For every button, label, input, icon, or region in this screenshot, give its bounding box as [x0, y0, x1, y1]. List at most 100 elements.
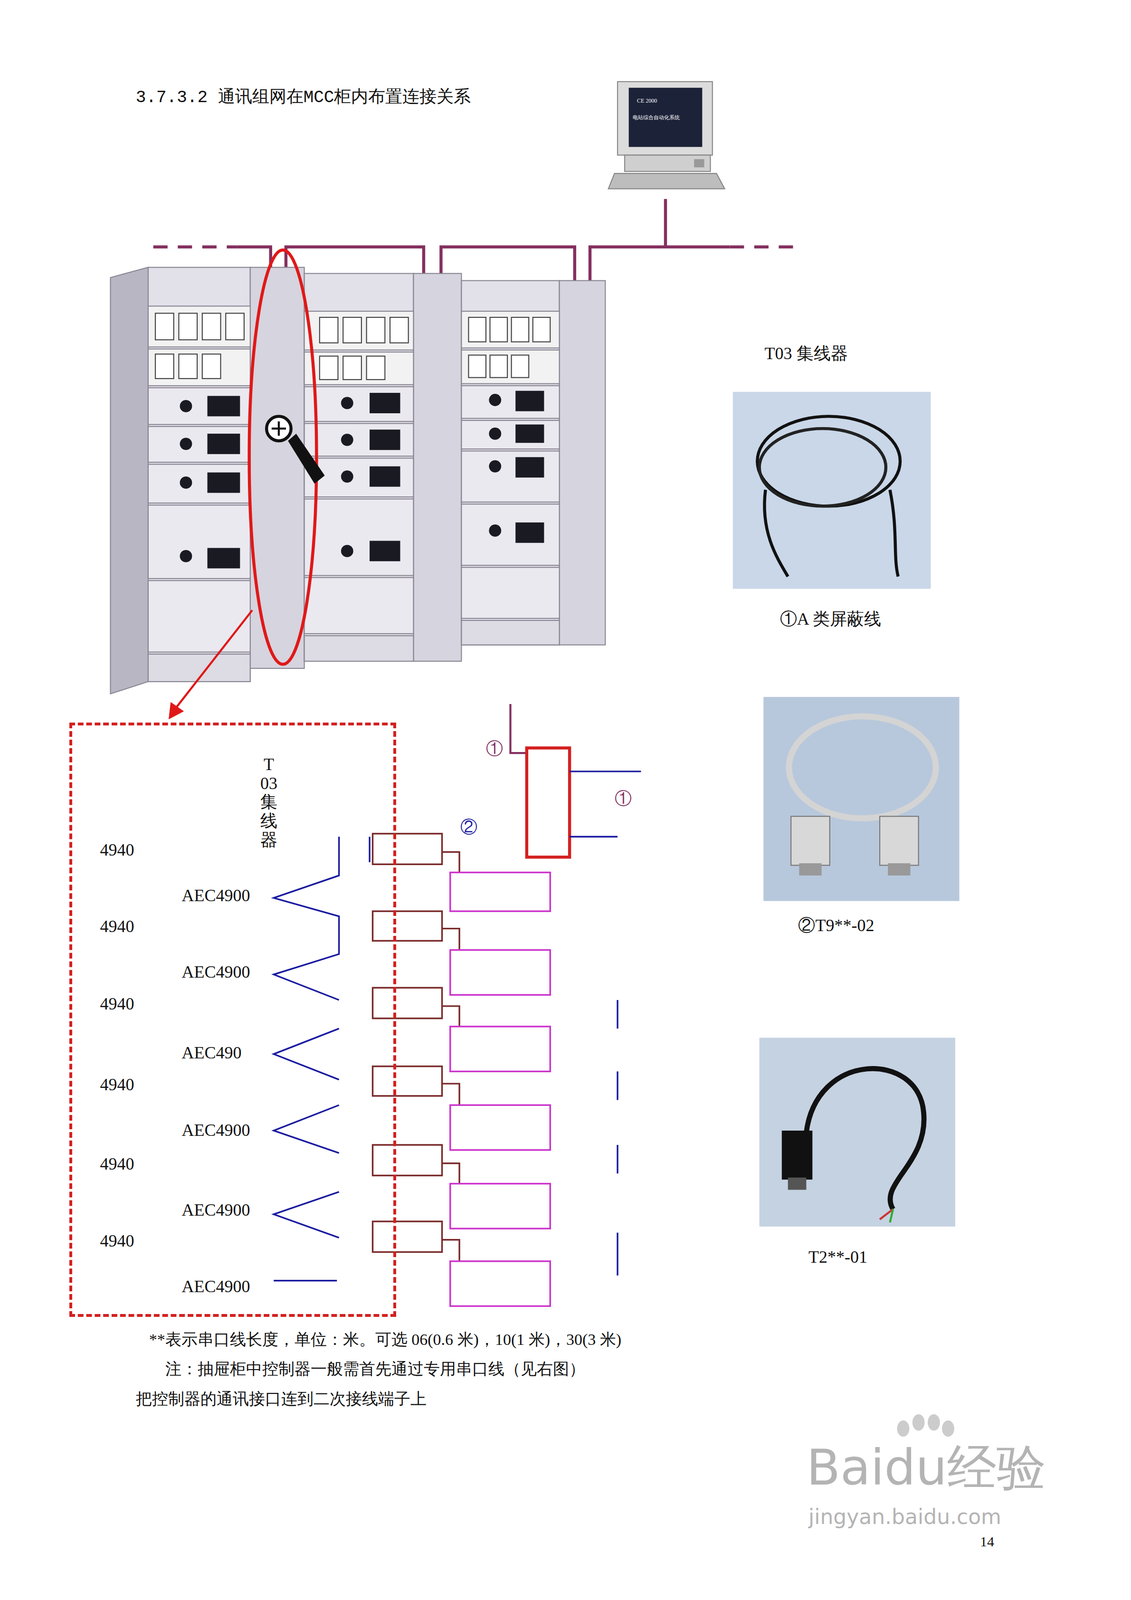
cabinet-display [341, 470, 354, 483]
device-label: AEC4900 [181, 1276, 251, 1297]
terminal-box [442, 852, 460, 873]
mcc-cabinet [304, 386, 414, 422]
cabinet-switch [490, 317, 508, 343]
mcc-cabinet [461, 567, 560, 618]
cabinet-switch [178, 313, 198, 340]
callout-number: ② [460, 817, 478, 837]
cabinet-switch [468, 317, 486, 343]
cabinet-display [488, 460, 502, 473]
mcc-cabinet [461, 450, 560, 502]
hub-symbol [569, 770, 641, 772]
cabinet-switch [389, 317, 409, 343]
watermark-paw [912, 1414, 925, 1431]
terminal-box [372, 833, 460, 1262]
magnifier-icon [266, 416, 325, 484]
serial-cable-photo [763, 696, 960, 902]
shielded-cable-photo [757, 416, 901, 506]
note-text: **表示串口线长度，单位：米。可选 06(0.6 米)，10(1 米)，30(3… [149, 1330, 622, 1349]
shielded-cable-photo [764, 489, 788, 577]
cabinet-display [180, 476, 193, 489]
serial-cable-photo [790, 816, 830, 865]
mcc-cabinet [304, 577, 414, 634]
hub-symbol [526, 747, 570, 857]
photo-caption: ②T9**-02 [798, 915, 875, 936]
dash-marks [616, 1071, 618, 1100]
note-text: 注：抽屉柜中控制器一般需首先通过专用串口线（见右图） [165, 1359, 586, 1379]
cabinet-display [180, 550, 193, 563]
photo-caption: T03 集线器 [764, 343, 848, 364]
cabinet-display [207, 472, 241, 494]
cabinet-switch [202, 313, 221, 340]
mcc-cabinet [148, 426, 251, 463]
cabinet-switch [155, 313, 551, 380]
cabinet-switch [366, 317, 386, 343]
device-label: 4940 [100, 1074, 135, 1095]
cabinet-display [180, 390, 545, 569]
controller-box [450, 1261, 551, 1307]
device-label: 4940 [100, 916, 135, 937]
cabinet-switch [155, 353, 174, 379]
cabinet-display [515, 390, 544, 412]
device-label: AEC4900 [181, 962, 251, 982]
page-title: 3.7.3.2 通讯组网在MCC柜内布置连接关系 [135, 87, 472, 108]
cabinet-switch [319, 317, 339, 343]
page-number: 14 [979, 1533, 995, 1550]
cabinet-display [515, 456, 544, 478]
device-label: AEC4900 [181, 1200, 251, 1220]
device-label: 4940 [100, 840, 135, 860]
mcc-cabinet [461, 350, 560, 384]
hub-symbol [510, 703, 527, 753]
photo-caption: ①A 类屏蔽线 [779, 609, 882, 629]
serial-cable-photo [759, 1037, 956, 1227]
terminal-box [372, 1066, 443, 1096]
mcc-cabinet [148, 580, 251, 652]
bus-line [589, 247, 730, 281]
serial-cable-photo [788, 1177, 807, 1190]
computer-icon [608, 81, 725, 190]
mcc-cabinet [461, 311, 560, 348]
terminal-box [372, 1144, 443, 1176]
cabinet-display [488, 393, 502, 407]
wire-zigzag [368, 836, 371, 863]
mcc-cabinet [148, 464, 251, 504]
terminal-box [442, 1239, 460, 1262]
watermark: Baidu经验 [806, 1439, 1046, 1497]
mcc-cabinet [304, 351, 414, 385]
magnifier-icon [277, 421, 280, 436]
cabinet-display [515, 424, 544, 444]
mcc-cabinet [148, 387, 251, 425]
terminal-box [442, 1163, 460, 1184]
controller-box [450, 950, 551, 996]
callout-number: ① [614, 788, 632, 809]
bus-line [664, 199, 667, 248]
hub-label: T03 集线器 [260, 755, 278, 850]
cabinet-switch [511, 354, 530, 378]
wire-zigzag [273, 1104, 339, 1153]
terminal-box [372, 1221, 443, 1252]
magnifier-icon [287, 433, 325, 484]
terminal-box [442, 928, 460, 951]
cabinet-display [207, 433, 241, 455]
mcc-cabinet [559, 280, 606, 646]
shielded-cable-photo [732, 391, 932, 590]
terminal-box [442, 1006, 460, 1027]
cabinet-switch [511, 317, 530, 343]
cabinet-display [515, 522, 544, 543]
photo-caption: T2**-01 [808, 1247, 868, 1267]
cabinet-switch [532, 317, 551, 343]
cabinet-display [369, 540, 400, 561]
controller-box [450, 1183, 551, 1229]
cabinet-display [180, 399, 193, 413]
cabinet-switch [342, 356, 362, 380]
pointer-arrow [175, 609, 253, 708]
serial-cable-photo [806, 1068, 924, 1209]
mcc-cabinet [148, 504, 251, 579]
cabinet-switch [490, 354, 508, 378]
cabinet-switch [342, 317, 362, 343]
mcc-cabinet [304, 498, 414, 576]
mcc-cabinet [461, 385, 560, 419]
mcc-cabinet [304, 635, 414, 662]
cabinet-display [341, 397, 354, 410]
shielded-cable-photo [890, 489, 899, 577]
